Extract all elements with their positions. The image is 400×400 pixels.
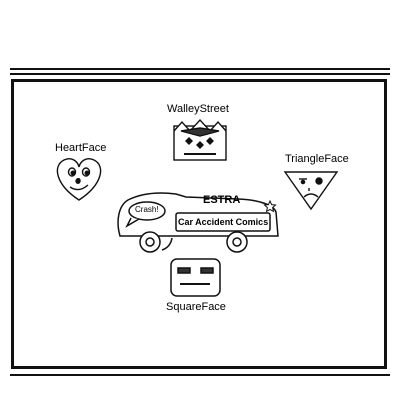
triangleface-label: TriangleFace [285, 153, 349, 165]
squareface-label: SquareFace [166, 301, 226, 313]
walleystreet-label: WalleyStreet [167, 103, 229, 115]
heartface-label: HeartFace [55, 142, 107, 154]
heartface-face [56, 158, 102, 201]
top-rule-outer [10, 68, 390, 70]
triangleface-face [283, 171, 339, 211]
walleystreet-face [173, 118, 227, 161]
bottom-rule [10, 374, 390, 376]
diagram-frame [11, 79, 387, 369]
car-drawing [117, 192, 279, 253]
car-brand-text: ESTRA [203, 194, 241, 206]
car-tagline-text: Car Accident Comics [178, 217, 269, 227]
squareface-face [170, 258, 221, 297]
car-speech-bubble-text: Crash! [135, 205, 159, 214]
top-rule-inner [10, 73, 390, 75]
